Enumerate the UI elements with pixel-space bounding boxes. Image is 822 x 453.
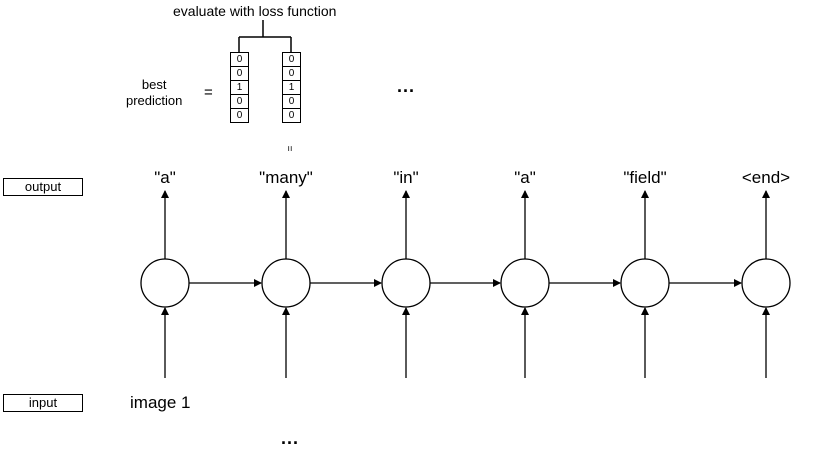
parallel-equals-mark: = <box>283 145 295 152</box>
best-prediction-label: best prediction <box>126 77 183 108</box>
output-row-label: output <box>3 178 83 196</box>
vector-cell: 0 <box>282 66 301 81</box>
edges <box>161 190 770 378</box>
nodes <box>140 258 791 308</box>
bottom-ellipsis: ... <box>281 428 300 448</box>
vector-cell: 0 <box>230 52 249 67</box>
vector-cell: 0 <box>282 94 301 109</box>
equals-sign: = <box>204 84 213 101</box>
top-ellipsis: ... <box>397 76 416 96</box>
loss-bracket <box>238 20 292 53</box>
vector-cell: 0 <box>230 66 249 81</box>
vector-cell: 1 <box>282 80 301 95</box>
vector-cell: 1 <box>230 80 249 95</box>
output-token: <end> <box>741 168 791 187</box>
rnn-cell-node <box>140 258 190 308</box>
rnn-cell-node <box>500 258 550 308</box>
rnn-cell-node <box>620 258 670 308</box>
vector-cell: 0 <box>282 108 301 123</box>
vector-cell: 0 <box>230 108 249 123</box>
rnn-cell-node <box>741 258 791 308</box>
output-token: "field" <box>623 168 667 187</box>
rnn-cell-node <box>261 258 311 308</box>
loss-function-label: evaluate with loss function <box>173 3 337 19</box>
vector-cell: 0 <box>282 52 301 67</box>
input-row-label: input <box>3 394 83 412</box>
output-token: "a" <box>514 168 536 187</box>
output-token: "many" <box>259 168 313 187</box>
vector-cell: 0 <box>230 94 249 109</box>
input-image-label: image 1 <box>130 393 191 412</box>
output-token: "in" <box>393 168 419 187</box>
rnn-cell-node <box>381 258 431 308</box>
output-token: "a" <box>154 168 176 187</box>
